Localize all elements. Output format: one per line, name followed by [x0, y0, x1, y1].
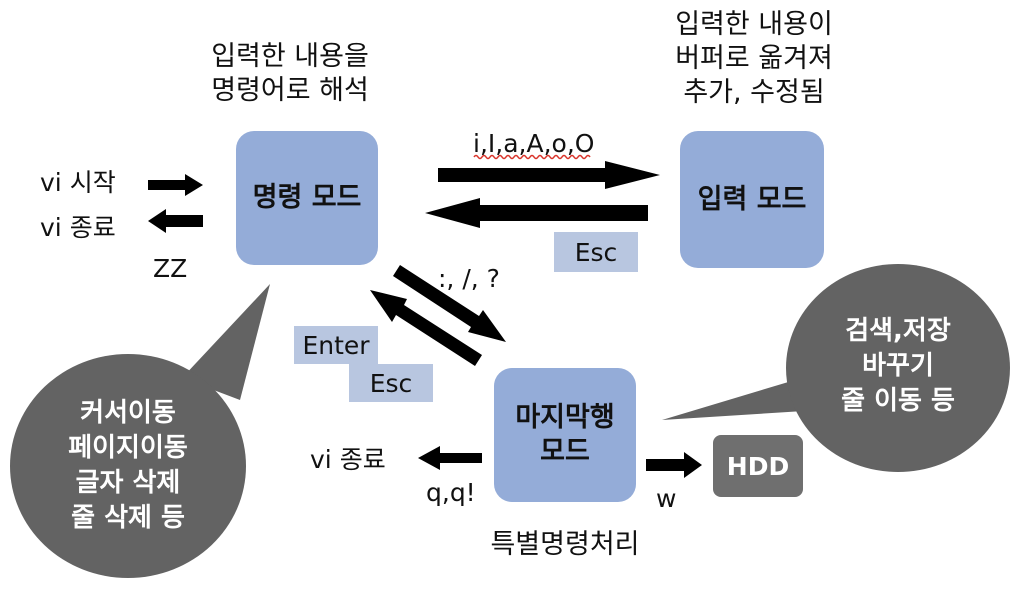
q-keys-label: q,q! [426, 478, 476, 507]
last-line-ops-bubble-body [786, 264, 1010, 472]
insert-to-command-arrow [425, 198, 648, 228]
command-ops-text: 커서이동 페이지이동 글자 삭제 줄 삭제 등 [68, 398, 188, 533]
spellcheck-underline [473, 154, 591, 160]
last-line-ops-bubble-tail [662, 380, 820, 420]
colon-keys-label: :, /, ? [438, 264, 500, 293]
command-ops-bubble-body [10, 354, 246, 578]
command-ops-bubble [10, 284, 270, 578]
command-to-lastline-arrow [393, 265, 506, 342]
vi-exit-bottom-label: vi 종료 [310, 445, 386, 474]
vi-exit-bottom-arrow [418, 446, 482, 470]
command-interpret-caption: 입력한 내용을 명령어로 해석 [211, 41, 369, 106]
command-to-insert-arrow [438, 161, 660, 189]
vi-start-arrow [148, 174, 203, 196]
special-commands-caption: 특별명령처리 [490, 529, 640, 560]
hdd-box: HDD [713, 435, 803, 497]
insert-buffer-caption: 입력한 내용이 버퍼로 옮겨져 추가, 수정됨 [675, 9, 833, 108]
last-line-mode-box: 마지막행 모드 [494, 368, 636, 502]
insert-mode-box: 입력 모드 [680, 131, 824, 268]
insert-keys-label: i,I,a,A,o,O [473, 129, 595, 158]
lastline-to-command-arrow [370, 290, 482, 366]
last-line-ops-bubble [662, 264, 1010, 472]
vi-exit-top-label: vi 종료 [40, 213, 116, 242]
write-to-hdd-arrow [646, 452, 702, 478]
w-key-label: w [656, 484, 677, 513]
esc-insert-tag: Esc [554, 232, 638, 272]
vi-exit-top-arrow [148, 209, 203, 233]
zz-label: ZZ [153, 254, 188, 283]
enter-tag: Enter [294, 326, 378, 364]
command-mode-box: 명령 모드 [236, 131, 378, 265]
esc-last-line-tag: Esc [349, 364, 433, 402]
vi-start-label: vi 시작 [40, 168, 116, 197]
last-line-ops-text: 검색,저장 바꾸기 줄 이동 등 [841, 316, 955, 416]
command-ops-bubble-tail [182, 284, 270, 400]
